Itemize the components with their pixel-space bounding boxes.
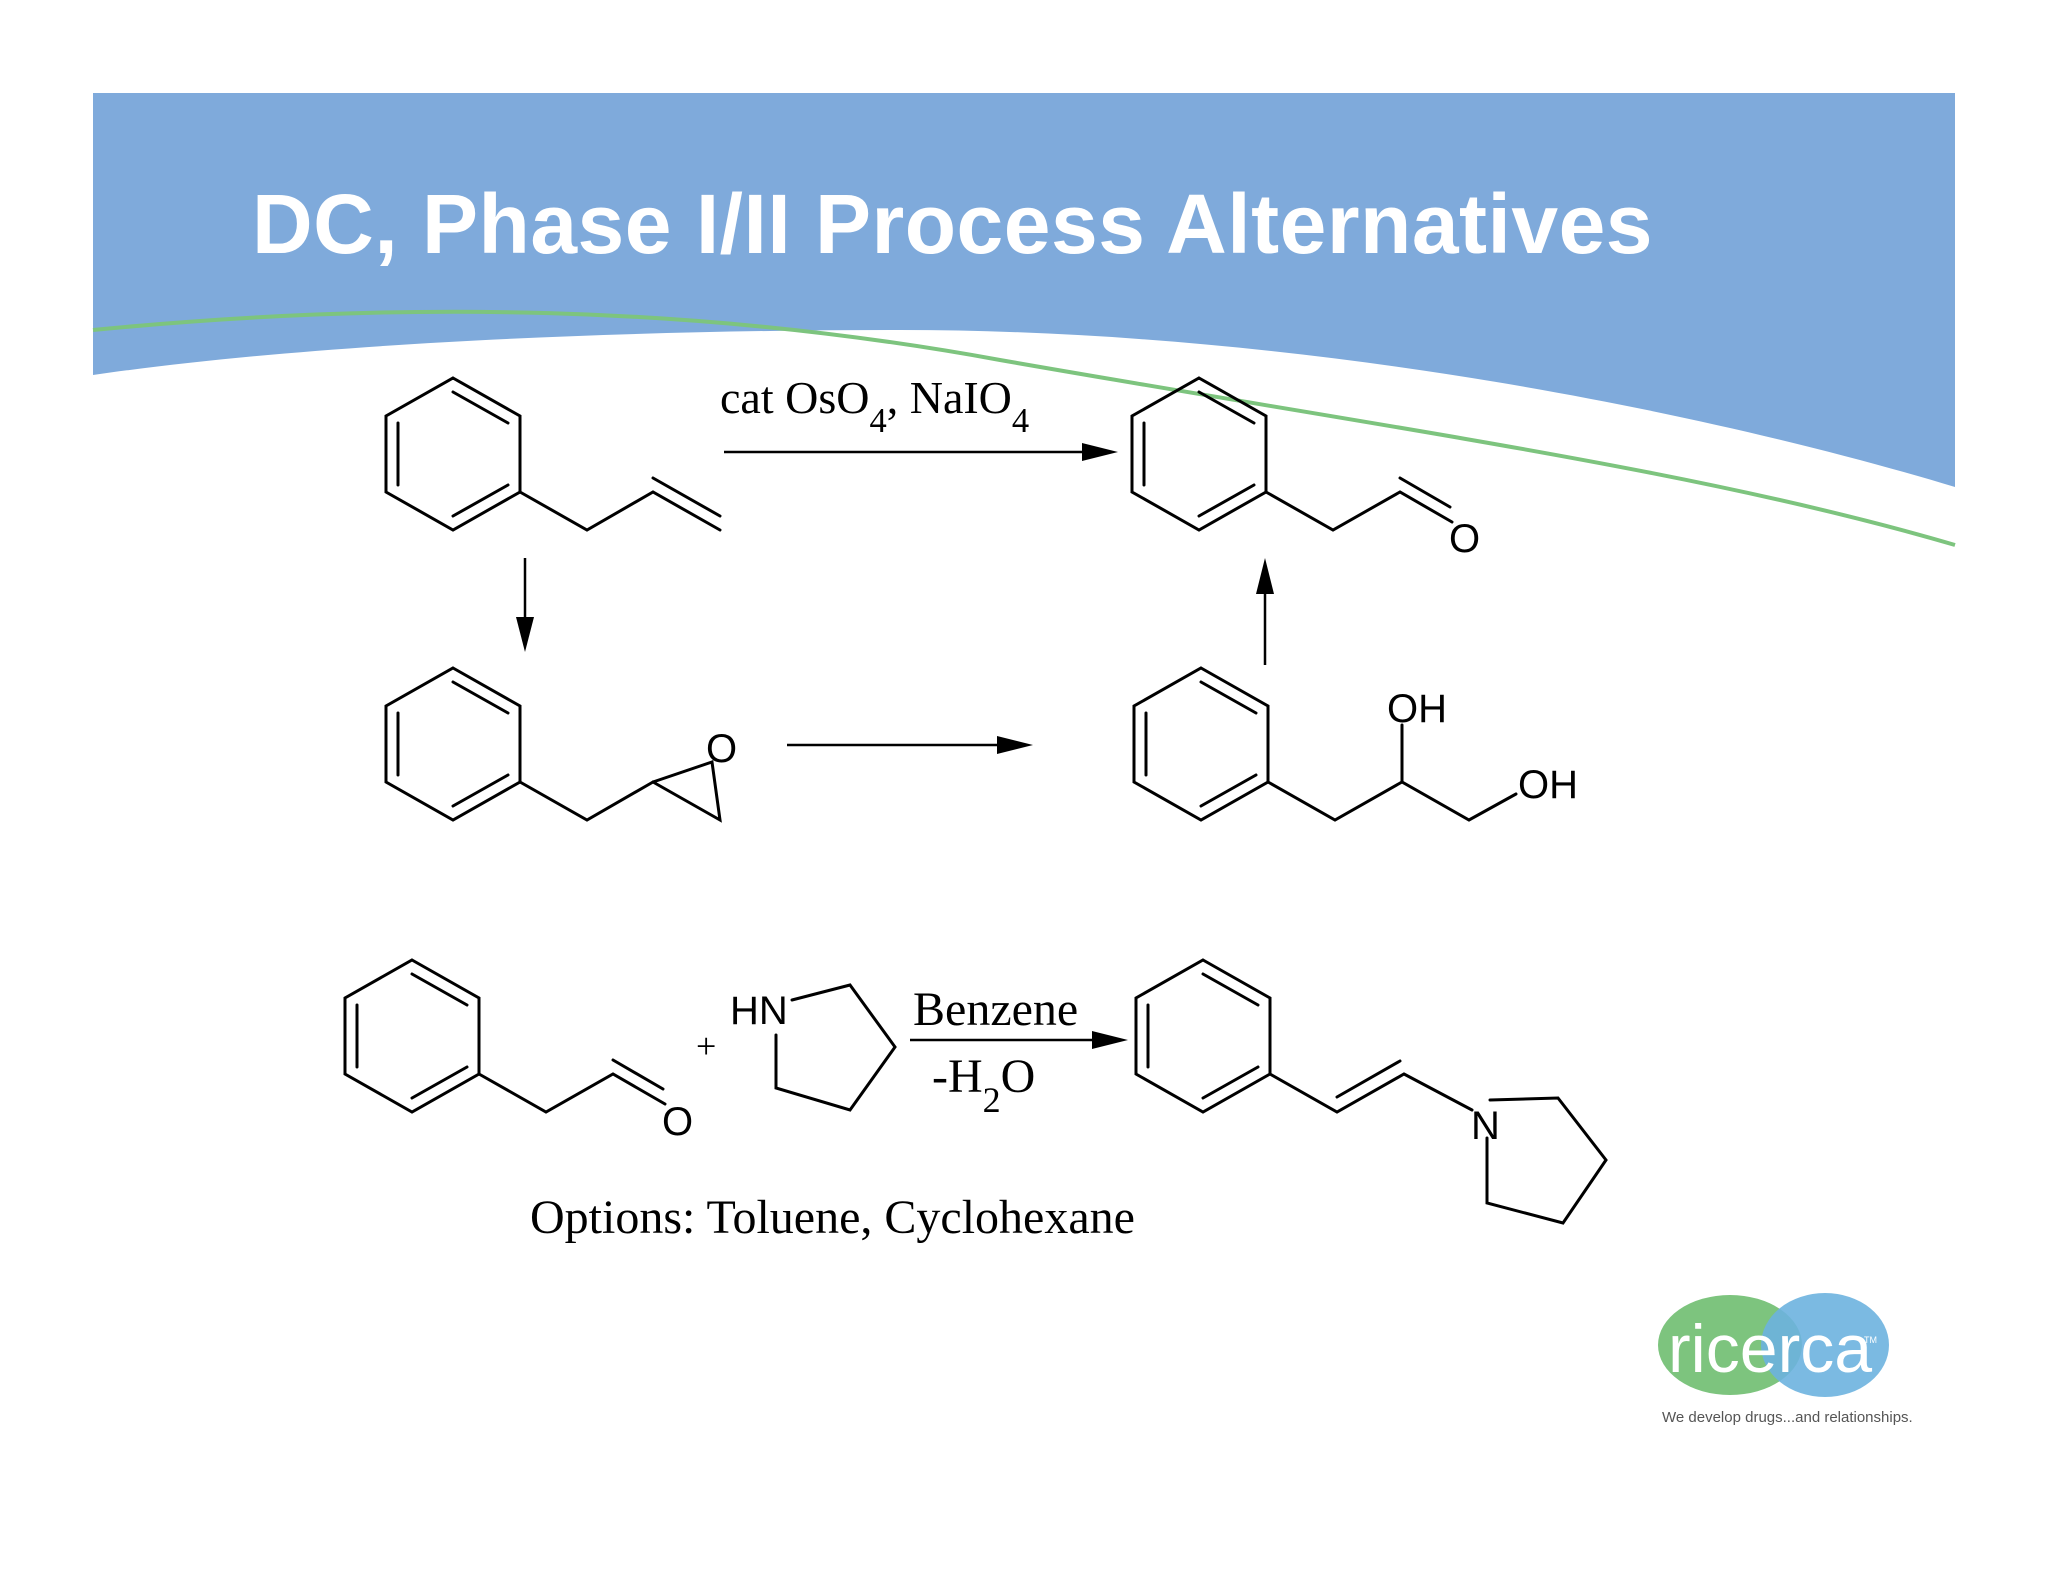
atom-label-o: O	[662, 1100, 693, 1144]
arrow-epoxide-to-diol	[787, 736, 1033, 754]
water-loss-label: -H2O	[932, 1050, 1035, 1120]
epoxide-structure	[384, 666, 722, 823]
phenylacetaldehyde-top-structure	[1130, 376, 1454, 532]
pyrrolidine-structure	[774, 983, 897, 1112]
ricerca-logo: ricerca TM We develop drugs...and relati…	[1658, 1293, 1913, 1426]
logo-wordmark: ricerca	[1668, 1311, 1872, 1387]
atom-label-o: O	[1449, 517, 1480, 561]
arrow-diol-to-aldehyde	[1256, 558, 1274, 665]
page-title: DC, Phase I/II Process Alternatives	[252, 177, 1653, 271]
arrow-enamine-formation	[910, 1031, 1128, 1049]
atom-label-hn: HN	[730, 989, 788, 1033]
atom-label-oh: OH	[1518, 763, 1578, 807]
arrow-allyl-to-aldehyde	[724, 443, 1118, 461]
oxidation-reagent-label: cat OsO4, NaIO4	[720, 372, 1029, 440]
solvent-label: Benzene	[913, 983, 1078, 1036]
banner-accent-line	[92, 309, 1956, 547]
plus-sign: +	[696, 1026, 716, 1066]
logo-green-blob	[1658, 1295, 1802, 1395]
atom-label-oh: OH	[1387, 687, 1447, 731]
title-banner	[93, 93, 1955, 487]
logo-trademark: TM	[1864, 1335, 1877, 1345]
atom-label-o: O	[706, 727, 737, 771]
solvent-options-label: Options: Toluene, Cyclohexane	[530, 1191, 1135, 1244]
enamine-structure	[1134, 958, 1608, 1225]
allylbenzene-structure	[384, 376, 722, 532]
arrow-allyl-to-epoxide	[516, 558, 534, 652]
logo-tagline: We develop drugs...and relationships.	[1662, 1409, 1913, 1426]
logo-blue-blob	[1761, 1293, 1889, 1397]
diol-structure	[1132, 666, 1518, 822]
atom-label-n: N	[1471, 1104, 1500, 1148]
phenylacetaldehyde-bottom-structure	[343, 958, 667, 1114]
